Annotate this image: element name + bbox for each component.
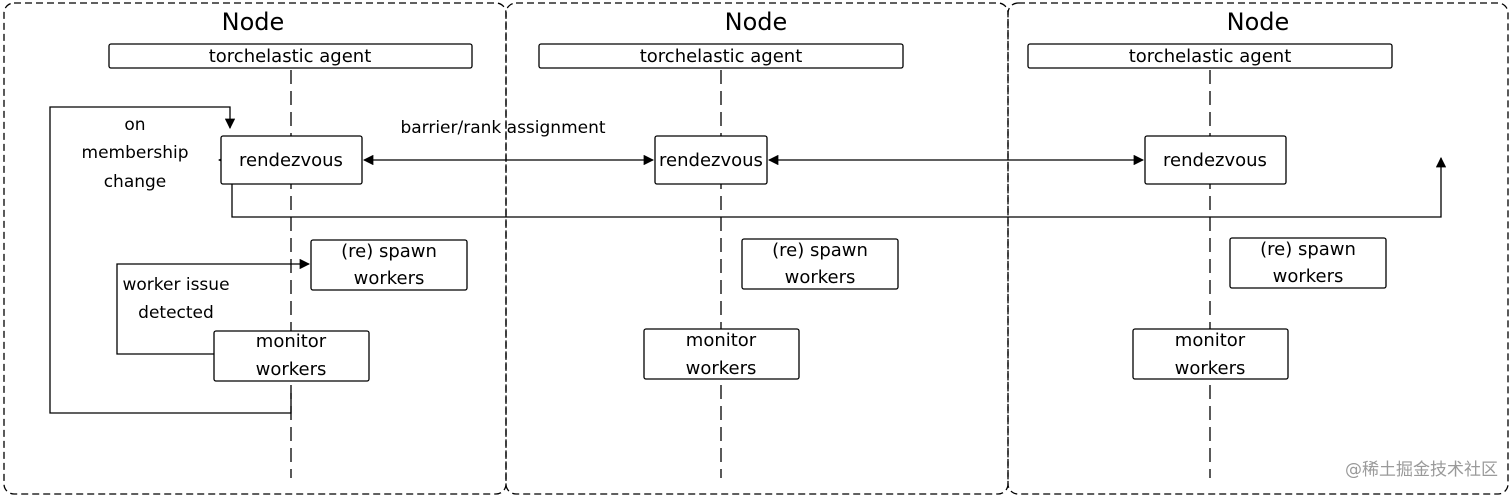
node-1-monitor-line2: workers [256, 359, 327, 380]
node-2-agent-box [538, 43, 904, 69]
node-1-rendezvous-label: rendezvous [239, 150, 343, 171]
node-2-agent-label: torchelastic agent [640, 46, 803, 67]
node-2-spawn-box [741, 238, 899, 290]
node-3-spawn-line2: workers [1273, 266, 1344, 287]
node-1-spawn-line1: (re) spawn [341, 241, 437, 262]
membership-label-line1: on [124, 115, 145, 135]
node-3-agent-label: torchelastic agent [1129, 46, 1292, 67]
node-1-container [3, 2, 507, 495]
node-3-rendezvous-label: rendezvous [1163, 150, 1267, 171]
node-1-rendezvous-box [220, 135, 363, 185]
node-3-monitor-box [1132, 328, 1289, 380]
node-3-spawn-line1: (re) spawn [1260, 239, 1356, 260]
node-2-spawn-line2: workers [785, 267, 856, 288]
node-1-agent-box [108, 43, 473, 69]
node-1-monitor-line1: monitor [256, 331, 327, 352]
node-3-rendezvous-box [1144, 135, 1287, 185]
node-2-rendezvous-label: rendezvous [659, 150, 763, 171]
node-1-spawn-line2: workers [354, 268, 425, 289]
worker-issue-label-line1: worker issue [122, 275, 229, 295]
node-3-monitor-line1: monitor [1175, 330, 1246, 351]
node-1-spawn-box [310, 239, 468, 291]
membership-label-line3: change [104, 172, 167, 192]
node-1-agent-label: torchelastic agent [209, 46, 372, 67]
node-3-spawn-box [1229, 237, 1387, 289]
worker-issue-label-line2: detected [138, 303, 214, 323]
node-3-container [1007, 2, 1509, 495]
node-3-agent-box [1027, 43, 1393, 69]
node-2-rendezvous-box [654, 135, 768, 185]
watermark: @稀土掘金技术社区 [1345, 460, 1498, 480]
node-2-monitor-line2: workers [686, 358, 757, 379]
node-3-monitor-line2: workers [1175, 358, 1246, 379]
node-2-container [505, 2, 1009, 495]
node-2-spawn-line1: (re) spawn [772, 240, 868, 261]
membership-change-loop-arrow [49, 106, 292, 414]
barrier-rank-assignment-label: barrier/rank assignment [400, 118, 605, 138]
node-1-title: Node [222, 8, 285, 36]
node-1-monitor-box [213, 330, 370, 382]
membership-label-line2: membership [82, 143, 189, 163]
node-2-title: Node [725, 8, 788, 36]
node-2-monitor-line1: monitor [686, 330, 757, 351]
node-2-monitor-box [643, 328, 800, 380]
node-3-title: Node [1227, 8, 1290, 36]
worker-issue-loop-arrow [116, 258, 311, 355]
